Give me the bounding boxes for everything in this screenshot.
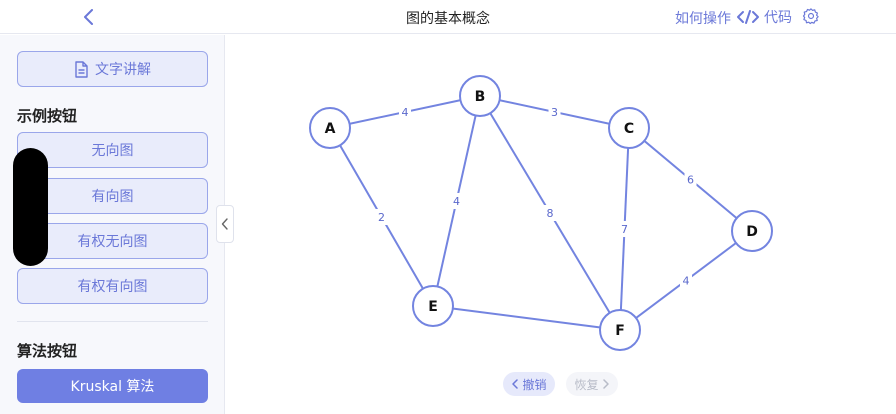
graph-node-label: B (475, 89, 486, 105)
edge-weight-bg (618, 221, 631, 237)
edge-weight-bg (544, 205, 556, 221)
edge-weight-label: 3 (551, 106, 558, 119)
graph-node-label: F (615, 323, 625, 339)
chevron-left-icon (84, 9, 93, 25)
graph-node-label: C (624, 121, 634, 137)
edge-weight-bg (684, 171, 697, 188)
edge-weight-label: 4 (683, 275, 690, 288)
drag-handle[interactable] (13, 148, 48, 266)
edge-weight-bg (399, 104, 411, 120)
kruskal-button[interactable]: Kruskal 算法 (17, 369, 208, 403)
redo-label: 恢复 (574, 377, 599, 392)
code-icon (737, 10, 759, 24)
chevron-left-icon (512, 379, 519, 389)
sidebar-divider (17, 321, 208, 322)
back-button[interactable] (78, 6, 100, 28)
graph-node-label: A (325, 121, 336, 137)
undo-button[interactable]: 撤销 (503, 372, 555, 396)
top-bar: 图的基本概念 如何操作 代码 (0, 0, 896, 34)
edge-weight-label: 4 (453, 195, 460, 208)
chevron-right-icon (602, 379, 609, 389)
redo-button: 恢复 (566, 372, 618, 396)
chevron-left-icon (221, 218, 228, 230)
graph-node-a[interactable] (309, 107, 351, 149)
graph-node-label: D (746, 224, 758, 240)
edge-weight-label: 4 (402, 106, 409, 119)
algorithms-section-title: 算法按钮 (17, 342, 78, 360)
graph-node-label: E (428, 299, 438, 315)
text-explain-label: 文字讲解 (95, 62, 151, 78)
edge-weight-label: 6 (687, 174, 694, 187)
graph-node-e[interactable] (412, 285, 454, 327)
settings-button[interactable] (801, 6, 821, 26)
edge-weight-bg (450, 193, 463, 209)
howto-link[interactable]: 如何操作 (675, 11, 731, 27)
example-undirected-button[interactable]: 无向图 (17, 132, 208, 168)
edge-weight-bg (375, 209, 388, 225)
example-weighted-undirected-button[interactable]: 有权无向图 (17, 223, 208, 259)
edge-weight-label: 8 (547, 207, 554, 220)
undo-label: 撤销 (522, 377, 547, 392)
gear-icon (802, 8, 819, 25)
edge-weight-bg (548, 104, 561, 120)
collapse-sidebar-button[interactable] (216, 205, 234, 243)
example-directed-button[interactable]: 有向图 (17, 178, 208, 214)
example-weighted-directed-button[interactable]: 有权有向图 (17, 268, 208, 304)
edge-e-f[interactable] (432, 305, 621, 331)
code-label: 代码 (764, 10, 792, 26)
text-explain-button[interactable]: 文字讲解 (17, 51, 208, 87)
sidebar: 文字讲解 示例按钮 无向图 有向图 有权无向图 有权有向图 算法按钮 Krusk… (0, 35, 225, 414)
edge-weight-bg (680, 272, 692, 289)
code-button[interactable]: 代码 (736, 6, 792, 28)
examples-section-title: 示例按钮 (17, 107, 78, 125)
graph-node-d[interactable] (731, 210, 773, 252)
edge-weight-label: 2 (378, 211, 385, 224)
edge-weight-label: 7 (621, 223, 628, 236)
graph-node-b[interactable] (459, 75, 501, 117)
graph-node-f[interactable] (599, 309, 641, 351)
document-icon (75, 60, 88, 78)
graph-node-c[interactable] (608, 107, 650, 149)
